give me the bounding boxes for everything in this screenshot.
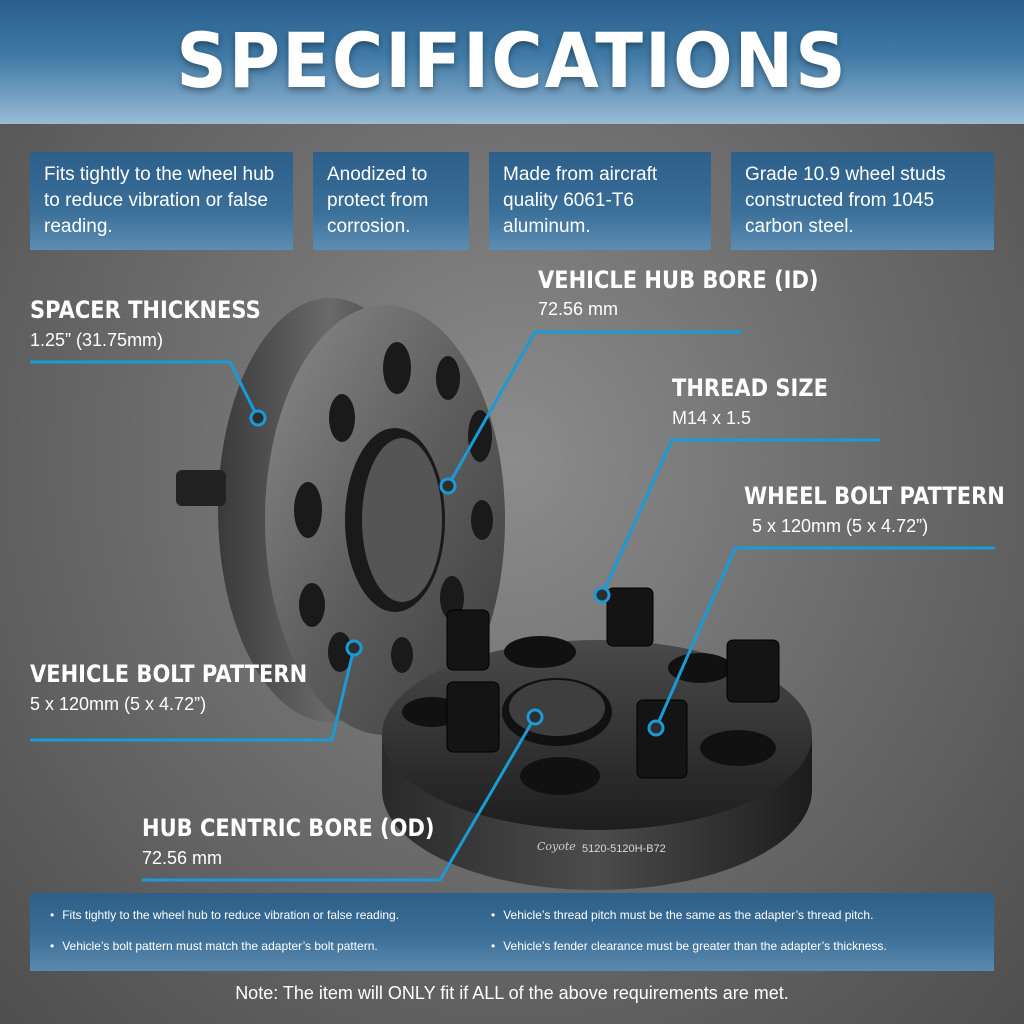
requirement-item: Fits tightly to the wheel hub to reduce …: [50, 908, 399, 922]
wheel-bolt-pattern-value: 5 x 120mm (5 x 4.72”): [752, 516, 929, 536]
logo-text: Coyote: [537, 840, 576, 853]
feature-text: Fits tightly to the wheel hub to reduce …: [44, 164, 275, 237]
part-number: 5120-5120H-B72: [582, 843, 666, 855]
feature-box-aluminum: Made from aircraft quality 6061-T6 alumi…: [489, 152, 711, 250]
vehicle-bolt-pattern-title: VEHICLE BOLT PATTERN: [30, 660, 308, 688]
vehicle-hub-bore-title: VEHICLE HUB BORE (ID): [538, 266, 819, 294]
requirements-band: Fits tightly to the wheel hub to reduce …: [30, 893, 994, 971]
feature-text: Grade 10.9 wheel studs constructed from …: [745, 164, 946, 237]
wheel-bolt-pattern-title: WHEEL BOLT PATTERN: [744, 482, 1005, 510]
lower-spacer: Coyote 5120-5120H-B72: [382, 587, 812, 890]
feature-box-fit: Fits tightly to the wheel hub to reduce …: [30, 152, 293, 250]
callout-lines: [30, 330, 995, 882]
thread-size-title: THREAD SIZE: [672, 374, 828, 402]
callout-markers: [249, 409, 665, 737]
spacer-thickness-title: SPACER THICKNESS: [30, 296, 261, 324]
feature-box-anodized: Anodized to protect from corrosion.: [313, 152, 469, 250]
requirement-item: Vehicle’s fender clearance must be great…: [491, 939, 887, 953]
requirement-item: Vehicle’s thread pitch must be the same …: [491, 908, 873, 922]
hub-centric-bore-value: 72.56 mm: [142, 848, 223, 868]
requirement-item: Vehicle’s bolt pattern must match the ad…: [50, 939, 378, 953]
feature-text: Anodized to protect from corrosion.: [327, 164, 429, 237]
hub-centric-bore-title: HUB CENTRIC BORE (OD): [142, 814, 435, 842]
feature-box-studs: Grade 10.9 wheel studs constructed from …: [731, 152, 994, 250]
spacer-thickness-value: 1.25” (31.75mm): [30, 330, 164, 350]
vehicle-bolt-pattern-value: 5 x 120mm (5 x 4.72”): [30, 694, 207, 714]
thread-size-value: M14 x 1.5: [672, 408, 752, 428]
page-title: SPECIFICATIONS: [176, 16, 848, 106]
footer-note: Note: The item will ONLY fit if ALL of t…: [235, 983, 789, 1003]
upper-spacer: [176, 298, 505, 735]
feature-text: Made from aircraft quality 6061-T6 alumi…: [503, 164, 658, 237]
vehicle-hub-bore-value: 72.56 mm: [538, 299, 619, 319]
header-banner: SPECIFICATIONS: [0, 0, 1024, 124]
